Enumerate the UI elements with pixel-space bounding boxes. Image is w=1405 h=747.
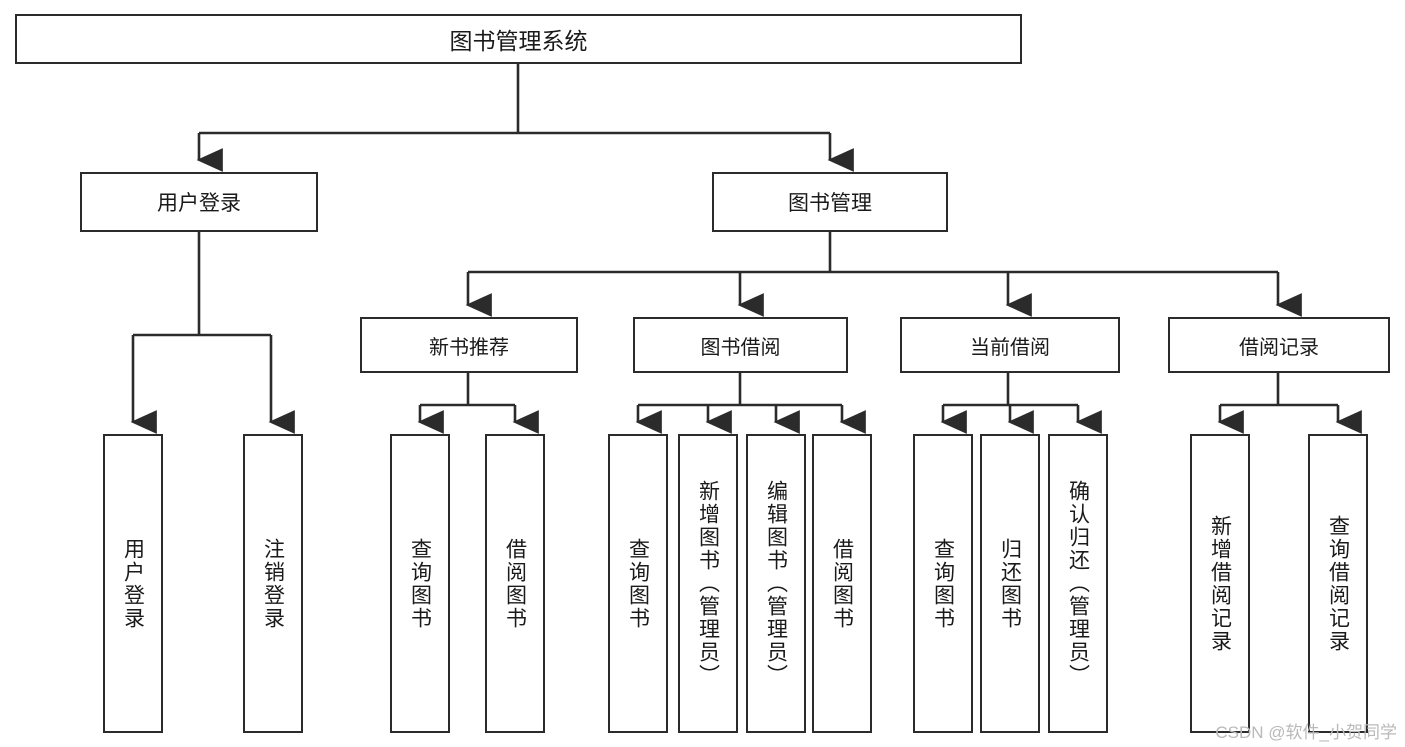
node-borrow-record-label: 借阅记录	[1239, 336, 1319, 359]
node-new-book-recommend-label: 新书推荐	[429, 336, 509, 359]
leaf-node[interactable]: 确认归还（管理员）	[1048, 434, 1108, 733]
leaf-node[interactable]: 归还图书	[980, 434, 1040, 733]
leaf-node-label: 查询图书	[408, 537, 432, 630]
leaf-node-label: 查询借阅记录	[1326, 514, 1350, 653]
leaf-node[interactable]: 新增图书（管理员）	[678, 434, 738, 733]
leaf-node-label: 注销登录	[261, 537, 285, 630]
csdn-watermark: CSDN @软件_小贺同学	[1215, 723, 1397, 742]
node-user-login-label: 用户登录	[157, 192, 241, 215]
leaf-node[interactable]: 查询图书	[913, 434, 973, 733]
leaf-node-label: 新增借阅记录	[1208, 514, 1232, 653]
leaf-node-label: 用户登录	[121, 537, 145, 630]
node-user-login[interactable]: 用户登录	[80, 172, 318, 232]
node-book-borrow-label: 图书借阅	[700, 336, 781, 359]
leaf-node[interactable]: 借阅图书	[812, 434, 872, 733]
leaf-node-label: 新增图书（管理员）	[696, 480, 720, 687]
leaf-node[interactable]: 查询借阅记录	[1308, 434, 1368, 733]
leaf-node[interactable]: 用户登录	[103, 434, 163, 733]
leaf-node-label: 编辑图书（管理员）	[764, 480, 788, 687]
leaf-node[interactable]: 注销登录	[243, 434, 303, 733]
leaf-node-label: 借阅图书	[503, 537, 527, 630]
leaf-node-label: 查询图书	[626, 537, 650, 630]
node-root[interactable]: 图书管理系统	[15, 14, 1022, 64]
node-root-label: 图书管理系统	[449, 28, 588, 54]
leaf-node-label: 查询图书	[931, 537, 955, 630]
node-current-borrow-label: 当前借阅	[970, 336, 1050, 359]
node-book-management[interactable]: 图书管理	[712, 172, 948, 232]
leaf-node[interactable]: 查询图书	[608, 434, 668, 733]
node-book-borrow[interactable]: 图书借阅	[633, 317, 848, 373]
node-borrow-record[interactable]: 借阅记录	[1168, 317, 1390, 373]
leaf-node[interactable]: 编辑图书（管理员）	[746, 434, 806, 733]
node-current-borrow[interactable]: 当前借阅	[900, 317, 1120, 373]
leaf-node-label: 确认归还（管理员）	[1066, 480, 1090, 687]
leaf-node-label: 归还图书	[998, 537, 1022, 630]
leaf-node-label: 借阅图书	[830, 537, 854, 630]
node-new-book-recommend[interactable]: 新书推荐	[360, 317, 578, 373]
node-book-management-label: 图书管理	[788, 192, 872, 215]
leaf-node[interactable]: 新增借阅记录	[1190, 434, 1250, 733]
leaf-node[interactable]: 借阅图书	[485, 434, 545, 733]
leaf-node[interactable]: 查询图书	[390, 434, 450, 733]
